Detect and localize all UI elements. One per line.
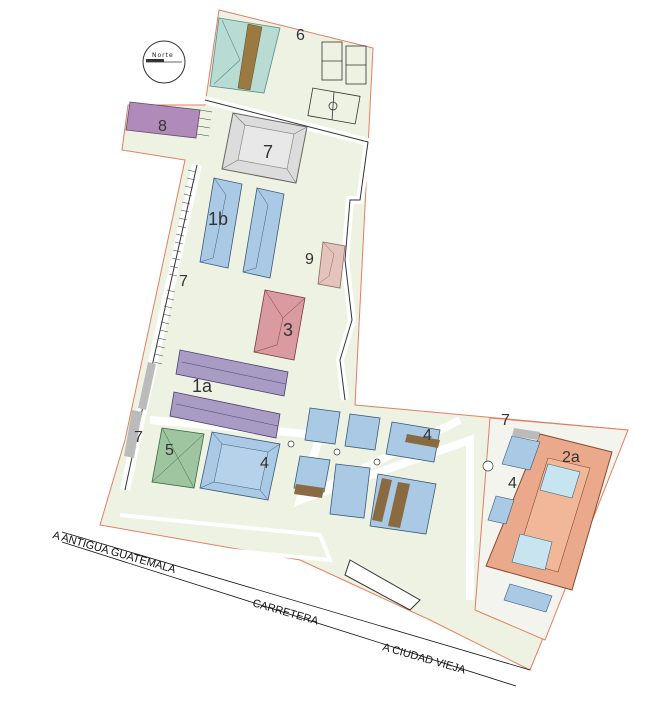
zone-label-5: 5 xyxy=(165,442,174,459)
zone-2a-building xyxy=(485,428,613,613)
brown-corridors xyxy=(294,434,440,528)
zone-7-lower-strip xyxy=(124,362,156,458)
road-label-antigua: A ANTIGUA GUATEMALA xyxy=(51,529,178,576)
junction-markers xyxy=(287,440,494,472)
zone-label-7-left: 7 xyxy=(179,273,188,290)
zone-label-3: 3 xyxy=(283,320,293,340)
west-edge-hatching xyxy=(153,109,213,365)
road-label-carretera: CARRETERA xyxy=(251,597,320,627)
road-label-ciudad-vieja: A CIUDAD VIEJA xyxy=(381,641,467,676)
zone-6-greenhouse xyxy=(209,17,281,94)
zone-label-7-east: 7 xyxy=(501,412,510,429)
sports-courts xyxy=(307,41,367,125)
zone-label-4-grid: 4 xyxy=(423,427,432,444)
zone-label-9: 9 xyxy=(305,251,314,268)
north-arrow-label: Norte xyxy=(152,52,174,59)
zone-8-building xyxy=(125,101,201,139)
zone-label-8: 8 xyxy=(158,118,167,135)
zone-4-main-building xyxy=(199,431,281,501)
zone-7-top-building xyxy=(221,112,308,184)
zone-label-4-main: 4 xyxy=(260,455,269,472)
highway-lines xyxy=(61,531,531,687)
zone-5-building xyxy=(151,427,205,489)
zone-3-building xyxy=(253,289,306,361)
zone-label-6: 6 xyxy=(296,27,305,44)
zone-1a-buildings xyxy=(169,349,289,439)
zone-label-1a: 1a xyxy=(192,376,213,396)
north-arrow: Norte xyxy=(142,40,186,84)
zone-1b-buildings xyxy=(199,177,285,279)
zone-label-4-east: 4 xyxy=(508,475,517,492)
zone-9-building xyxy=(317,241,346,289)
zone-label-2a: 2a xyxy=(562,449,580,466)
zone-label-7-top: 7 xyxy=(263,142,273,162)
zone-label-7-lower: 7 xyxy=(134,429,143,446)
zone-label-1b: 1b xyxy=(208,209,228,229)
